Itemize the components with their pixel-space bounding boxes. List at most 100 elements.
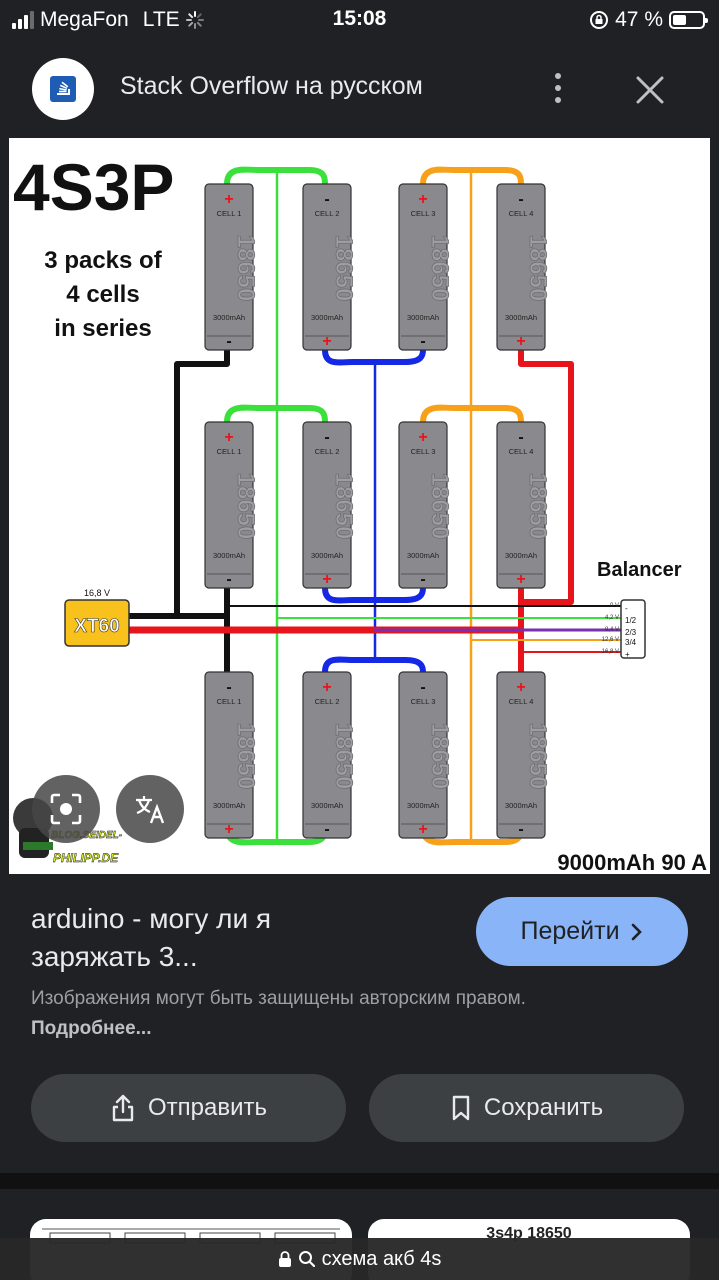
cell-bottom-terminal: - <box>420 571 425 588</box>
cell-bottom-terminal: + <box>224 821 233 838</box>
balancer-voltage-label: 4,2 V <box>605 615 619 621</box>
cell-model: 18650 <box>524 235 551 302</box>
cell-model: 18650 <box>232 473 259 540</box>
cell-capacity: 3000mAh <box>505 551 537 560</box>
search-icon <box>298 1251 315 1268</box>
bookmark-icon <box>452 1095 470 1121</box>
xt60-voltage: 16,8 V <box>84 588 110 598</box>
lens-button[interactable] <box>32 775 100 843</box>
cell-model: 18650 <box>426 473 453 540</box>
cell-capacity: 3000mAh <box>505 313 537 322</box>
cell-model: 18650 <box>426 235 453 302</box>
share-icon <box>112 1094 134 1122</box>
cell-model: 18650 <box>426 723 453 790</box>
subtitle-line-3: in series <box>54 315 151 342</box>
cell-bottom-terminal: - <box>518 821 523 838</box>
cell-model: 18650 <box>330 723 357 790</box>
cell-bottom-terminal: - <box>420 333 425 350</box>
save-label: Сохранить <box>483 1094 604 1121</box>
cell-label: CELL 1 <box>217 209 242 218</box>
balancer-connector <box>620 599 646 659</box>
cell-top-terminal: - <box>324 429 329 446</box>
xt60-connector <box>64 599 130 647</box>
battery-diagram: 4S3P 3 packs of 4 cells in series +-CELL… <box>13 150 707 874</box>
balancer-label: Balancer <box>597 559 682 581</box>
carrier-name: MegaFon <box>40 8 129 31</box>
cell-capacity: 3000mAh <box>213 313 245 322</box>
stack-overflow-icon <box>50 76 76 102</box>
cell-label: CELL 3 <box>411 209 436 218</box>
site-title[interactable]: Stack Overflow на русском <box>120 72 423 100</box>
xt60-label: XT60 <box>74 616 119 637</box>
share-label: Отправить <box>147 1094 267 1121</box>
section-divider <box>0 1173 719 1189</box>
preview-image[interactable]: 4S3P 3 packs of 4 cells in series +-CELL… <box>9 138 710 874</box>
result-title[interactable]: arduino - могу ли я заряжать 3... <box>31 900 451 976</box>
balancer-pins: -1/22/33/4+ <box>625 604 637 659</box>
cell-capacity: 3000mAh <box>407 551 439 560</box>
balancer-pin-label: 1/2 <box>625 616 637 625</box>
balancer-pin-label: - <box>625 604 628 613</box>
cell-label: CELL 2 <box>315 697 340 706</box>
more-info-link[interactable]: Подробнее... <box>31 1018 152 1039</box>
cell-model: 18650 <box>330 473 357 540</box>
result-title-line-2: заряжать 3... <box>31 941 198 972</box>
cell-model: 18650 <box>524 473 551 540</box>
share-button[interactable]: Отправить <box>31 1074 346 1142</box>
status-left: MegaFon LTE <box>12 8 204 32</box>
visit-button[interactable]: Перейти <box>476 897 688 966</box>
cell-label: CELL 4 <box>509 447 534 456</box>
address-bar[interactable]: схема акб 4s <box>0 1238 719 1280</box>
site-logo <box>32 58 94 120</box>
cell-model: 18650 <box>232 723 259 790</box>
network-type: LTE <box>142 8 180 31</box>
cell-label: CELL 3 <box>411 697 436 706</box>
balancer-pin-label: 2/3 <box>625 628 637 637</box>
cell-model: 18650 <box>232 235 259 302</box>
cell-bottom-terminal: - <box>226 571 231 588</box>
subtitle-line-1: 3 packs of <box>44 247 162 274</box>
cell-top-terminal: + <box>516 679 525 696</box>
status-bar: MegaFon LTE 15:08 47 % <box>0 0 719 40</box>
related-image-2-caption: 3s4p 18650 <box>486 1225 572 1242</box>
capacity-text: 9000mAh 90 A <box>557 850 707 874</box>
cell-bottom-terminal: - <box>324 821 329 838</box>
cell-top-terminal: - <box>226 679 231 696</box>
balancer-pin-label: + <box>625 650 630 659</box>
cell-top-terminal: - <box>420 679 425 696</box>
cell-capacity: 3000mAh <box>311 801 343 810</box>
cell-bottom-terminal: + <box>516 571 525 588</box>
diagram-title: 4S3P <box>13 150 174 224</box>
signal-icon <box>12 11 34 29</box>
status-time: 15:08 <box>332 7 387 30</box>
cell-top-terminal: + <box>418 191 427 208</box>
battery-cell: + - CELL 2 18650 3000mAh <box>302 671 357 839</box>
cell-top-terminal: + <box>322 679 331 696</box>
camera-search-icon <box>50 793 82 825</box>
cell-capacity: 3000mAh <box>505 801 537 810</box>
copyright-notice: Изображения могут быть защищены авторски… <box>31 984 591 1044</box>
save-button[interactable]: Сохранить <box>369 1074 684 1142</box>
cell-capacity: 3000mAh <box>407 801 439 810</box>
viewer-header: Stack Overflow на русском <box>0 40 719 136</box>
balancer-voltages: 0 V4,2 V8,4 V12,6 V16,8 V <box>602 603 619 655</box>
translate-button[interactable] <box>116 775 184 843</box>
cell-capacity: 3000mAh <box>311 551 343 560</box>
cell-bottom-terminal: + <box>322 333 331 350</box>
more-options-icon[interactable] <box>538 68 578 108</box>
cell-label: CELL 4 <box>509 697 534 706</box>
close-icon[interactable] <box>628 68 672 112</box>
cell-label: CELL 1 <box>217 697 242 706</box>
cell-top-terminal: - <box>324 191 329 208</box>
loading-spinner-icon <box>185 11 204 29</box>
cell-model: 18650 <box>330 235 357 302</box>
